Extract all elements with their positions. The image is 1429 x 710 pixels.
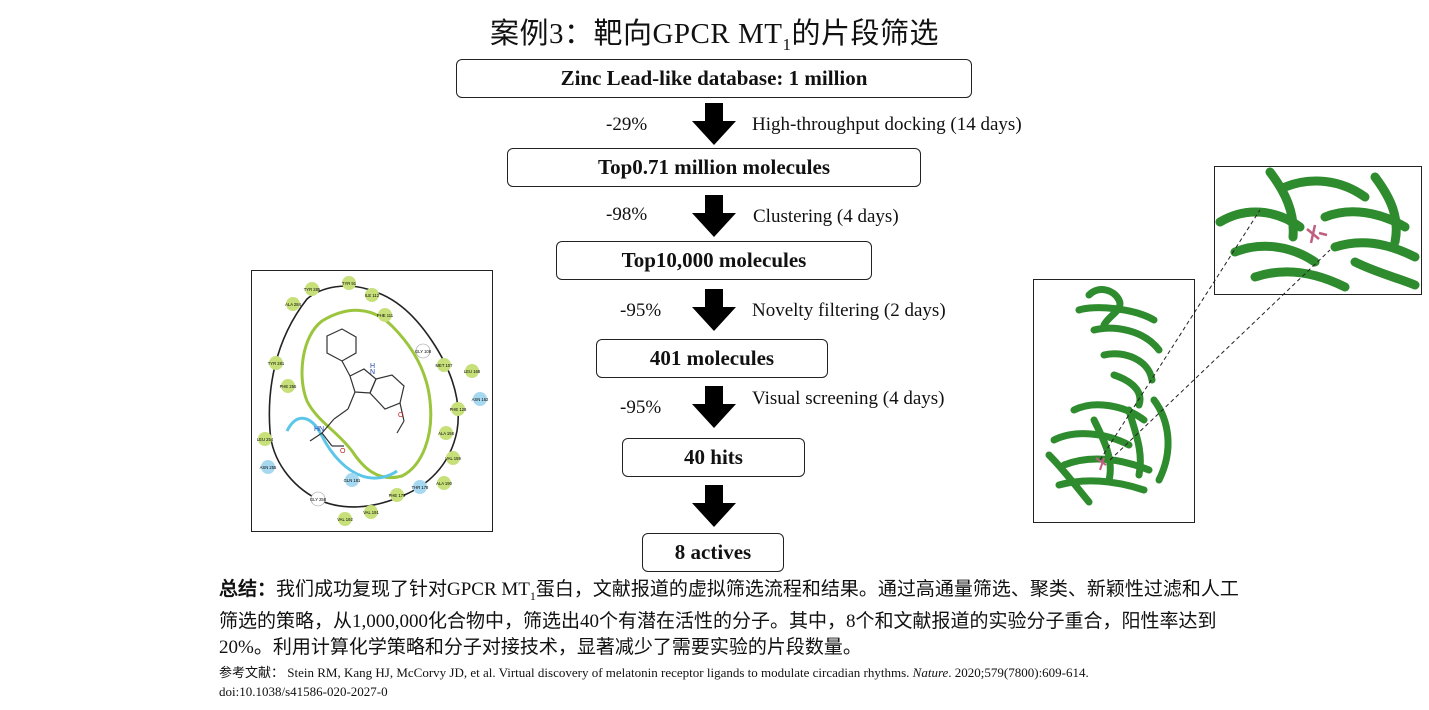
svg-text:PHE 111: PHE 111 [377,313,394,318]
svg-text:VAL 159: VAL 159 [445,456,461,461]
hydrophobic-contour [300,308,433,479]
protein-structure-image [1045,286,1172,506]
step-percent-1: -29% [606,114,648,135]
protein-zoom-image [1215,167,1420,292]
svg-text:TYR 91: TYR 91 [342,281,357,286]
step-label-docking: High-throughput docking (14 days) [752,114,1022,135]
svg-text:LEU 168: LEU 168 [464,369,481,374]
svg-text:LEU 254: LEU 254 [257,437,274,442]
svg-text:GLY 258: GLY 258 [310,497,327,502]
down-arrow-icon [692,195,736,237]
svg-text:ALA 158: ALA 158 [438,431,455,436]
svg-text:ASN 255: ASN 255 [260,465,277,470]
svg-text:TYR 285: TYR 285 [304,287,321,292]
summary-paragraph: 总结：我们成功复现了针对GPCR MT1蛋白，文献报道的虚拟筛选流程和结果。通过… [219,579,1239,658]
svg-text:PHE 255: PHE 255 [280,384,297,389]
atom-label: HN [314,426,324,433]
svg-text:GLN 181: GLN 181 [344,478,361,483]
step-percent-3: -95% [620,300,662,321]
down-arrow-icon [692,289,736,331]
flow-box-actives: 8 actives [642,533,784,572]
protein-structure-panel [1033,279,1195,523]
flow-box-top10000: Top10,000 molecules [556,241,872,280]
step-label-clustering: Clustering (4 days) [753,206,899,227]
page-title: 案例3：靶向GPCR MT1的片段筛选 [489,18,940,54]
svg-text:ILE 112: ILE 112 [365,293,380,298]
residue-nodes: TYR 285 TYR 91 ILE 112 PHE 111 ALA 284 G… [257,276,489,526]
flow-box-top071: Top0.71 million molecules [507,148,921,187]
step-label-visual: Visual screening (4 days) [752,388,945,409]
svg-text:TYR 281: TYR 281 [268,361,285,366]
svg-text:ASN 162: ASN 162 [472,397,489,402]
polar-contour [285,417,398,480]
svg-text:PHE 129: PHE 129 [450,407,467,412]
down-arrow-icon [692,386,736,428]
svg-text:PHE 179: PHE 179 [389,493,406,498]
svg-text:GLY 108: GLY 108 [415,349,432,354]
ligand-interaction-panel: H N HN O O TYR 285 TYR 91 ILE 112 PHE 11… [251,270,493,532]
atom-label: O [398,412,404,419]
step-label-novelty: Novelty filtering (2 days) [752,300,946,321]
reference-citation: 参考文献： Stein RM, Kang HJ, McCorvy JD, et … [219,665,1089,699]
atom-label: N [370,369,375,376]
svg-text:VAL 192: VAL 192 [337,517,353,522]
protein-zoom-panel [1214,166,1422,295]
svg-text:MET 107: MET 107 [436,363,454,368]
down-arrow-icon [692,485,736,527]
ligand-interaction-diagram: H N HN O O TYR 285 TYR 91 ILE 112 PHE 11… [257,276,489,526]
svg-text:ALA 190: ALA 190 [436,481,453,486]
svg-text:ALA 284: ALA 284 [285,302,302,307]
flow-box-database: Zinc Lead-like database: 1 million [456,59,972,98]
down-arrow-icon [692,103,736,145]
svg-text:THR 178: THR 178 [412,485,429,490]
ligand-structure [309,328,405,447]
svg-text:VAL 191: VAL 191 [363,510,379,515]
atom-label: H [370,363,375,370]
flow-box-hits: 40 hits [622,438,805,477]
atom-label: O [340,448,346,455]
step-percent-2: -98% [606,204,648,225]
flow-box-401: 401 molecules [596,339,828,378]
step-percent-4: -95% [620,397,662,418]
